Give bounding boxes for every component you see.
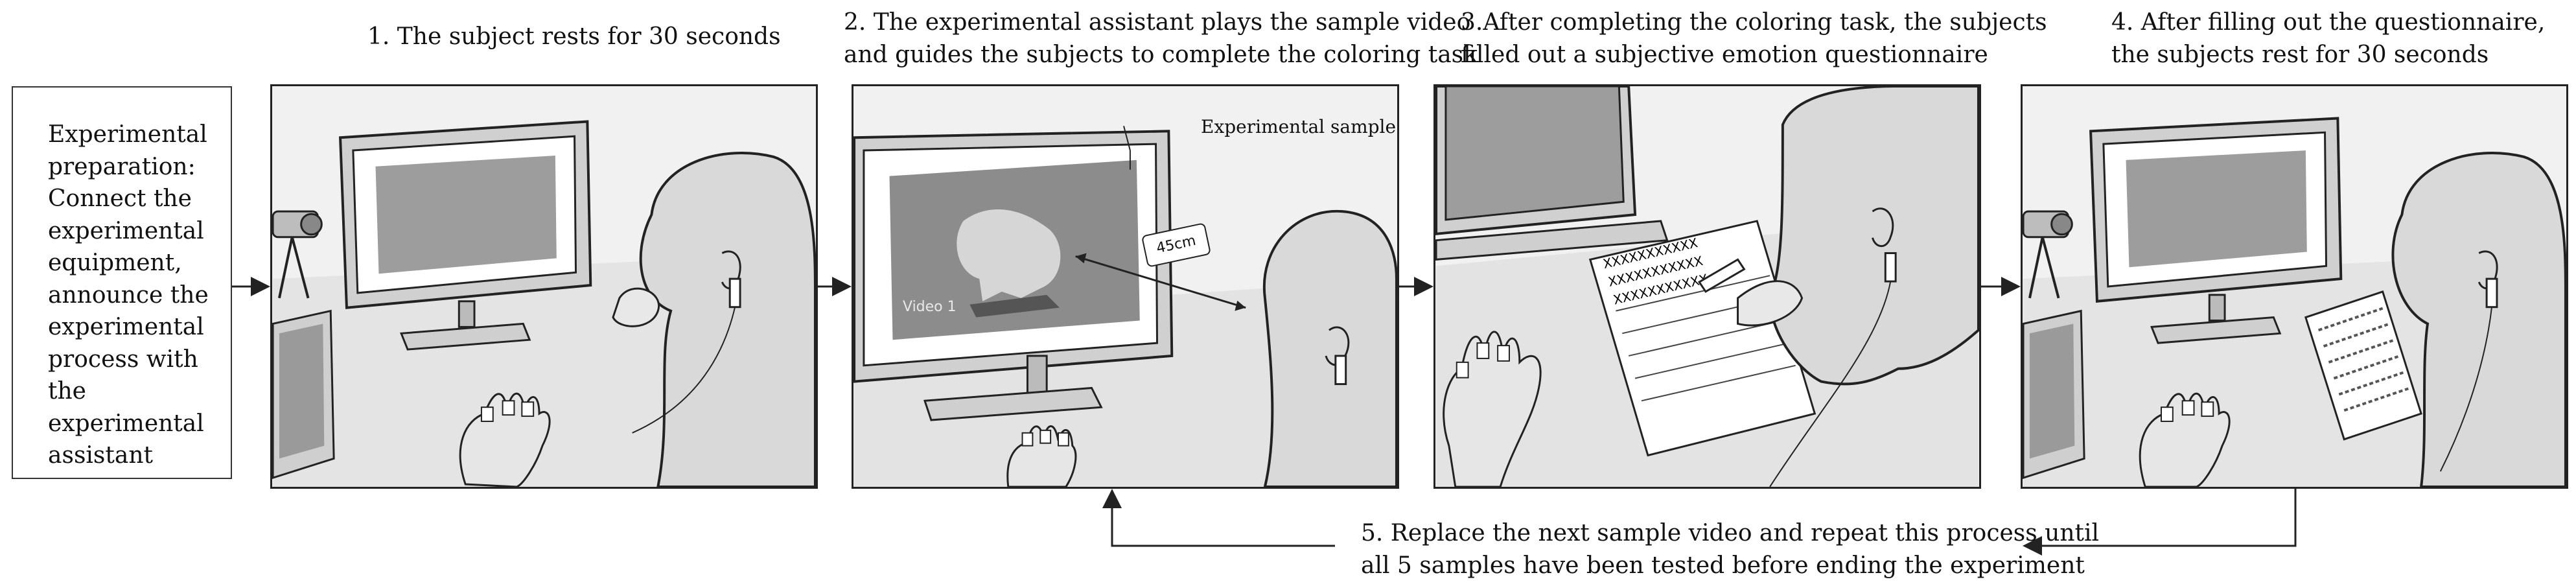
step-5-caption: 5. Replace the next sample video and rep… xyxy=(1361,517,2099,582)
step-2-caption: 2. The experimental assistant plays the … xyxy=(844,6,1478,71)
webcam-icon xyxy=(2023,210,2073,299)
laptop-icon xyxy=(2023,309,2085,480)
sensor-hand xyxy=(1006,425,1077,487)
step-1-illustration xyxy=(270,84,818,489)
step-4-caption-line-2: the subjects rest for 30 seconds xyxy=(2111,41,2489,68)
step-2-caption-line-2: and guides the subjects to complete the … xyxy=(844,41,1478,68)
monitor-icon xyxy=(853,130,1174,421)
sensor-hand xyxy=(1443,331,1542,487)
preparation-box: Experimental preparation: Connect the ex… xyxy=(12,86,232,479)
step-3-caption: 3.After completing the coloring task, th… xyxy=(1461,6,2047,71)
preparation-text: Experimental preparation: Connect the ex… xyxy=(48,121,209,469)
step-4-illustration xyxy=(2021,84,2568,489)
monitor-icon xyxy=(1435,86,1669,261)
step-2-illustration: Experimental sample 45cm Video 1 xyxy=(852,84,1399,489)
subject-figure xyxy=(612,152,816,487)
sensor-hand xyxy=(459,392,551,487)
distance-arrow xyxy=(1075,253,1246,311)
step-5-caption-line-2: all 5 samples have been tested before en… xyxy=(1361,552,2085,579)
pen-icon xyxy=(1698,258,1746,293)
loop-arrow-to-step2 xyxy=(1102,489,1335,547)
monitor-icon xyxy=(2089,117,2343,344)
laptop-icon xyxy=(272,309,335,480)
step-2-caption-line-1: 2. The experimental assistant plays the … xyxy=(844,9,1471,36)
step-1-caption-line: 1. The subject rests for 30 seconds xyxy=(367,23,781,50)
step-4-caption-line-1: 4. After filling out the questionnaire, xyxy=(2111,9,2546,36)
step-4-caption: 4. After filling out the questionnaire, … xyxy=(2111,6,2545,71)
second-rest-scene xyxy=(2023,86,2566,487)
step-3-caption-line-1: 3.After completing the coloring task, th… xyxy=(1461,9,2047,36)
step-1-caption: 1. The subject rests for 30 seconds xyxy=(367,21,781,53)
coloring-task-scene xyxy=(853,86,1397,487)
subject-figure xyxy=(2391,152,2566,487)
monitor-icon xyxy=(339,120,592,351)
questionnaire-sheet xyxy=(2304,290,2422,441)
step-5-caption-line-1: 5. Replace the next sample video and rep… xyxy=(1361,520,2100,546)
step-3-illustration: XXXXXXXXXXX XXXXXXXXXXX XXXXXXXXXXX xyxy=(1433,84,1981,489)
webcam-icon xyxy=(272,210,323,299)
sensor-hand xyxy=(2139,392,2231,487)
subject-figure xyxy=(1737,86,1979,487)
loop-arrow-to-caption xyxy=(2023,489,2297,556)
resting-subject-scene xyxy=(272,86,816,487)
step-3-caption-line-2: filled out a subjective emotion question… xyxy=(1461,41,1988,68)
subject-figure xyxy=(1262,209,1397,487)
questionnaire-sheet: XXXXXXXXXXX XXXXXXXXXXX XXXXXXXXXXX xyxy=(1588,220,1816,457)
questionnaire-scene: XXXXXXXXXXX XXXXXXXXXXX XXXXXXXXXXX xyxy=(1435,86,1979,487)
